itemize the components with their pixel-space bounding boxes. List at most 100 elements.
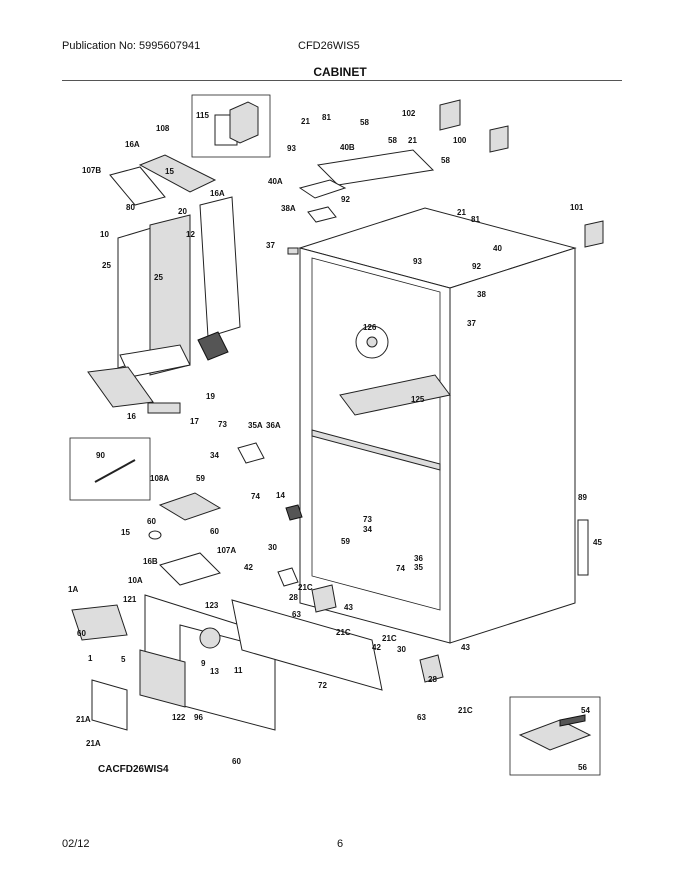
part-16 <box>87 366 154 408</box>
part-label: 60 <box>232 757 241 766</box>
part-123 <box>199 627 221 649</box>
inset-box-54-56 <box>509 696 601 776</box>
part-label: 96 <box>194 713 203 722</box>
part-label: 107B <box>82 166 101 175</box>
wire-harness-90 <box>94 459 136 483</box>
part-43b <box>419 654 444 683</box>
part-label: 56 <box>578 763 587 772</box>
part-1 <box>91 679 128 731</box>
part-label: 125 <box>411 395 425 404</box>
cabinet-front <box>299 247 451 644</box>
part-40b <box>316 149 435 186</box>
part-label: 21 <box>408 136 417 145</box>
part-label: 16 <box>127 412 136 421</box>
part-label: 5 <box>121 655 126 664</box>
part-label: 74 <box>396 564 405 573</box>
part-label: 73 <box>218 420 227 429</box>
part-1a <box>71 604 128 641</box>
part-label: 1 <box>88 654 93 663</box>
part-label: 16A <box>125 140 140 149</box>
part-label: 60 <box>147 517 156 526</box>
part-30 <box>277 567 299 587</box>
part-label: 108A <box>150 474 169 483</box>
part-label: 89 <box>578 493 587 502</box>
part-label: 36A <box>266 421 281 430</box>
footer-page-number: 6 <box>337 838 344 850</box>
part-108 <box>138 154 217 193</box>
part-label: 40 <box>493 244 502 253</box>
part-label: 108 <box>156 124 170 133</box>
part-label: 63 <box>417 713 426 722</box>
part-label: 15 <box>165 167 174 176</box>
part-label: 21C <box>298 583 313 592</box>
footer-date: 02/12 <box>62 838 90 850</box>
part-89 <box>577 519 589 576</box>
part-label: 58 <box>441 156 450 165</box>
part-label: 80 <box>126 203 135 212</box>
cabinet-liner <box>311 257 441 611</box>
part-label: 30 <box>268 543 277 552</box>
part-19 <box>197 331 229 361</box>
part-label: 60 <box>77 629 86 638</box>
part-label: 21C <box>336 628 351 637</box>
part-label: 102 <box>402 109 416 118</box>
part-label: 21C <box>458 706 473 715</box>
part-label: 12 <box>186 230 195 239</box>
part-101 <box>584 220 604 248</box>
part-17 <box>147 402 181 414</box>
part-label: 81 <box>322 113 331 122</box>
part-label: 115 <box>196 111 209 120</box>
part-label: 16A <box>210 189 225 198</box>
part-122 <box>139 649 186 708</box>
part-label: 107A <box>217 546 236 555</box>
part-label: 21 <box>457 208 466 217</box>
cabinet-side <box>449 247 576 644</box>
part-label: 36 <box>414 554 423 563</box>
inset-box-90 <box>69 437 151 501</box>
part-label: 34 <box>210 451 219 460</box>
part-label: 92 <box>472 262 481 271</box>
part-label: 58 <box>388 136 397 145</box>
part-label: 63 <box>292 610 301 619</box>
part-56 <box>518 719 592 751</box>
part-43 <box>311 584 337 613</box>
part-label: 21A <box>76 715 91 724</box>
part-label: 11 <box>234 666 243 675</box>
part-label: 123 <box>205 601 219 610</box>
part-label: 37 <box>467 319 476 328</box>
part-label: 1A <box>68 585 78 594</box>
part-label: 10A <box>128 576 143 585</box>
part-label: 58 <box>360 118 369 127</box>
part-label: 43 <box>461 643 470 652</box>
part-label: 21A <box>86 739 101 748</box>
part-label: 72 <box>318 681 327 690</box>
part-label: 21 <box>301 117 310 126</box>
part-label: 14 <box>276 491 285 500</box>
part-label: 13 <box>210 667 219 676</box>
page-title: CABINET <box>313 65 367 79</box>
part-label: 35 <box>414 563 423 572</box>
part-label: 81 <box>471 215 480 224</box>
model-number: CFD26WIS5 <box>298 40 360 52</box>
part-108a <box>158 492 222 521</box>
part-125 <box>339 374 451 416</box>
part-label: 28 <box>428 675 437 684</box>
part-label: 25 <box>154 273 163 282</box>
part-label: 9 <box>201 659 206 668</box>
cover-part-115 <box>229 101 259 144</box>
diagram-code: CACFD26WIS4 <box>98 764 169 775</box>
part-label: 45 <box>593 538 602 547</box>
part-label: 93 <box>413 257 422 266</box>
part-label: 93 <box>287 144 296 153</box>
part-label: 92 <box>341 195 350 204</box>
part-label: 60 <box>210 527 219 536</box>
part-label: 43 <box>344 603 353 612</box>
part-label: 54 <box>581 706 590 715</box>
part-72 <box>231 599 383 691</box>
part-label: 40B <box>340 143 355 152</box>
part-label: 19 <box>206 392 215 401</box>
part-40a <box>298 179 347 199</box>
part-label: 74 <box>251 492 260 501</box>
